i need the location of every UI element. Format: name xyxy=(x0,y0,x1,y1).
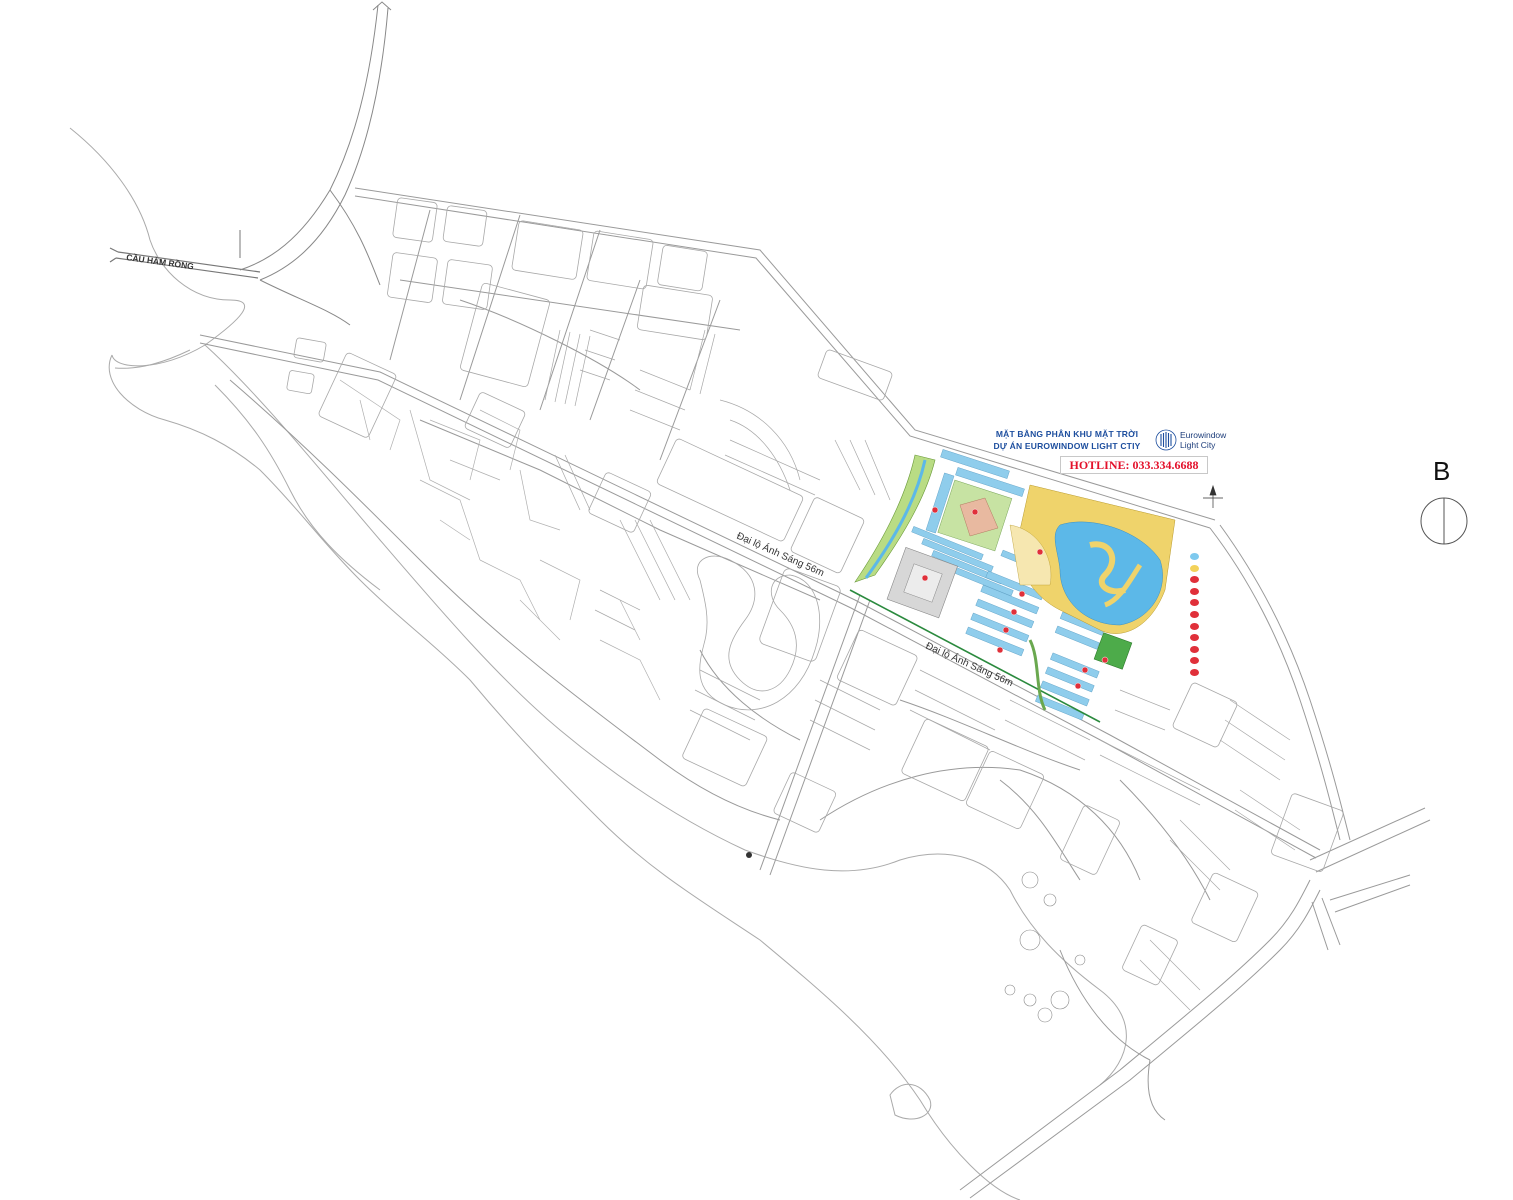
park-trees xyxy=(1004,871,1086,1023)
legend-swatch xyxy=(1190,668,1199,676)
legend-item xyxy=(1190,633,1250,645)
avenue-label-upper: Đại lộ Ánh Sáng 56m xyxy=(735,529,827,579)
legend-item xyxy=(1190,645,1250,657)
brand-logo: Eurowindow Light City xyxy=(1155,427,1235,453)
brand-name: Eurowindow Light City xyxy=(1180,430,1226,450)
map-marker-icons xyxy=(239,230,752,858)
sun-zone xyxy=(849,449,1176,723)
legend-swatch xyxy=(1190,599,1199,607)
north-highway xyxy=(239,1,392,326)
zone-legend xyxy=(1190,552,1250,680)
road-network xyxy=(199,187,1431,1199)
ham-rong-bridge xyxy=(109,247,261,279)
alleys xyxy=(339,379,661,701)
legend-item xyxy=(1190,610,1250,622)
legend-swatch xyxy=(1190,610,1199,618)
lake-outline xyxy=(697,555,821,711)
legend-swatch xyxy=(1190,645,1199,653)
legend-item xyxy=(1190,587,1250,599)
hotline-banner: HOTLINE: 033.334.6688 xyxy=(1060,456,1208,474)
plan-title-line1: MẶT BẰNG PHÂN KHU MẶT TRỜI xyxy=(995,429,1139,439)
legend-swatch xyxy=(1190,587,1199,595)
legend-item xyxy=(1190,564,1250,576)
plan-title: MẶT BẰNG PHÂN KHU MẶT TRỜI DỰ ÁN EUROWIN… xyxy=(972,428,1162,452)
legend-item xyxy=(1190,575,1250,587)
legend-item xyxy=(1190,656,1250,668)
legend-swatch xyxy=(1190,553,1199,560)
townhouse-rows xyxy=(544,329,1301,1011)
plan-title-line2: DỰ ÁN EUROWINDOW LIGHT CTIY xyxy=(993,441,1141,451)
legend-item xyxy=(1190,552,1250,564)
legend-swatch xyxy=(1190,622,1199,630)
brand-line1: Eurowindow xyxy=(1180,430,1227,440)
sheet-index-circle-icon xyxy=(1420,497,1468,545)
eurowindow-logo-icon xyxy=(1155,429,1177,451)
legend-swatch xyxy=(1190,576,1199,584)
city-blocks xyxy=(286,197,1344,986)
legend-item xyxy=(1190,598,1250,610)
bridge-label: CẦU HÀM RỒNG xyxy=(126,251,195,271)
legend-item xyxy=(1190,668,1250,680)
compass-icon xyxy=(1203,484,1223,508)
legend-item xyxy=(1190,622,1250,634)
legend-swatch xyxy=(1190,657,1199,665)
legend-swatch xyxy=(1190,564,1199,572)
river-bank xyxy=(69,127,1127,1200)
brand-line2: Light City xyxy=(1180,440,1216,450)
sheet-label: B xyxy=(1433,456,1451,486)
legend-swatch xyxy=(1190,634,1199,642)
